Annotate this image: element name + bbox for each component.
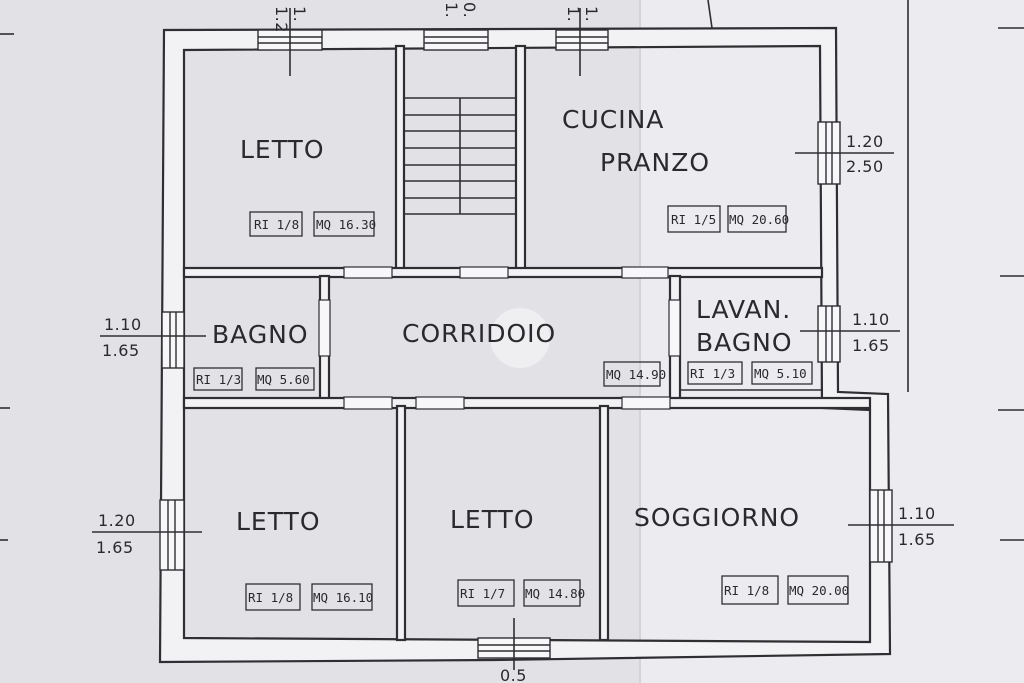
room-label: LETTO [450,505,535,534]
room-ratio: RI 1/3 [690,366,735,381]
room-area: MQ 16.10 [313,590,373,605]
room-lavan-bagno: LAVAN. BAGNO RI 1/3 MQ 5.10 [687,295,813,385]
room-area: MQ 20.60 [729,212,789,227]
room-area: MQ 16.30 [316,217,376,232]
room-label: BAGNO [212,320,309,349]
room-area: MQ 20.00 [789,583,849,598]
dim-east-cucina-h: 2.50 [846,157,884,176]
room-label: LETTO [236,507,321,536]
dim-east-lavan-w: 1.10 [852,310,890,329]
dim-west-bagno-w: 1.10 [104,315,142,334]
room-label-2: BAGNO [696,328,793,357]
dim-east-lavan-h: 1.65 [852,336,890,355]
room-cucina-pranzo: CUCINA PRANZO RI 1/5 MQ 20.60 [562,105,789,233]
room-ratio: RI 1/8 [724,583,769,598]
dim-top-letto: 1.2 [272,6,291,33]
room-letto-nw: LETTO RI 1/8 MQ 16.30 [240,135,376,237]
room-letto-s: LETTO RI 1/7 MQ 14.80 [450,505,585,607]
dim-top-stair-h: 0. [460,2,479,18]
room-area: MQ 5.60 [257,372,310,387]
dim-top-cucina: 1. [564,6,583,22]
watermark-logo [490,308,550,368]
door-openings [318,266,681,410]
staircase [403,97,517,215]
window-dimensions: 1.2 1. 1. 0. 1. 1. 1.20 2.50 1.10 1.65 1… [96,2,936,683]
dim-top-letto-h: 1. [290,6,309,22]
room-label: CORRIDOIO [402,319,556,348]
room-label: LETTO [240,135,325,164]
room-label: LAVAN. [696,295,791,324]
room-area: MQ 14.90 [606,367,666,382]
room-label: CUCINA [562,105,664,134]
dim-top-stair: 1. [442,2,461,18]
dim-west-letto-w: 1.20 [98,511,136,530]
room-ratio: RI 1/3 [196,372,241,387]
dim-east-cucina-w: 1.20 [846,132,884,151]
dim-bottom: 0.5 [500,666,527,683]
dim-west-bagno-h: 1.65 [102,341,140,360]
room-corridoio: CORRIDOIO MQ 14.90 [402,308,666,387]
dim-west-letto-h: 1.65 [96,538,134,557]
dim-east-soggiorno-h: 1.65 [898,530,936,549]
dim-top-cucina-h: 1. [582,6,601,22]
dimension-leaders [92,8,954,670]
room-soggiorno: SOGGIORNO RI 1/8 MQ 20.00 [634,503,849,605]
room-ratio: RI 1/8 [248,590,293,605]
room-area: MQ 14.80 [525,586,585,601]
guide-lines [0,0,1024,541]
dim-east-soggiorno-w: 1.10 [898,504,936,523]
room-ratio: RI 1/7 [460,586,505,601]
room-letto-sw: LETTO RI 1/8 MQ 16.10 [236,507,373,611]
room-ratio: RI 1/8 [254,217,299,232]
room-ratio: RI 1/5 [671,212,716,227]
room-label-2: PRANZO [600,148,710,177]
room-area: MQ 5.10 [754,366,807,381]
room-label: SOGGIORNO [634,503,800,532]
room-bagno: BAGNO RI 1/3 MQ 5.60 [193,320,315,391]
